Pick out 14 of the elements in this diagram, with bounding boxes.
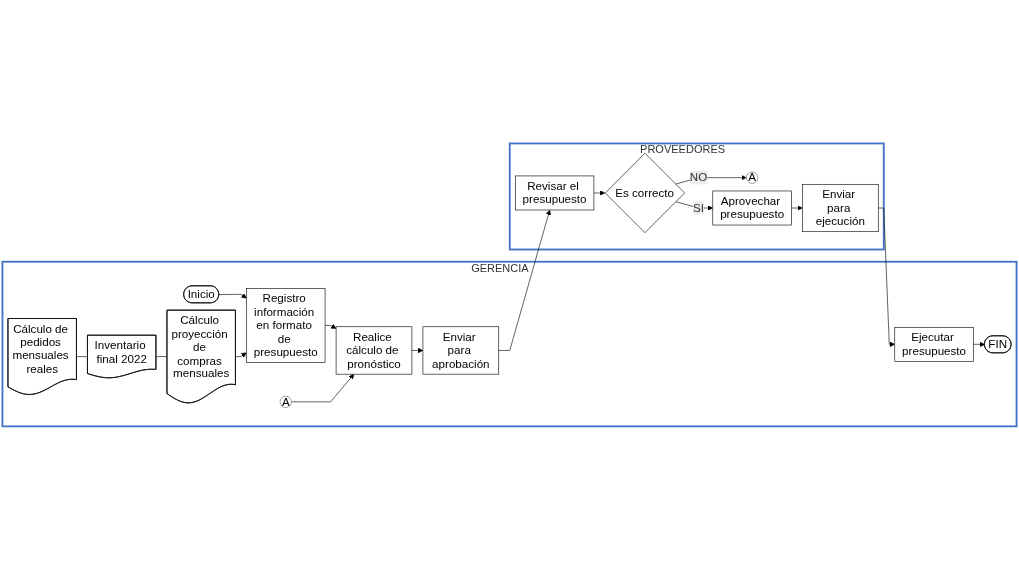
node-box: Revisar el presupuesto xyxy=(514,175,595,210)
node-box: Realice cálculo de pronóstico xyxy=(335,326,413,375)
connector xyxy=(155,355,168,357)
node-circle: A xyxy=(279,395,292,408)
node-box: Enviar para ejecución xyxy=(802,183,879,232)
node-box: Registro información en formato de presupuesto xyxy=(246,287,326,363)
edge-label: SI xyxy=(693,200,705,214)
node-diamond: Es correcto xyxy=(604,152,685,233)
edge-label: NO xyxy=(689,170,708,184)
node-box: Ejecutar presupuesto xyxy=(894,326,974,362)
node-box: Aprovechar presupuesto xyxy=(712,190,792,225)
node-circle: A xyxy=(746,171,759,184)
node-box: Enviar para aprobación xyxy=(422,326,500,375)
connector xyxy=(76,355,89,357)
